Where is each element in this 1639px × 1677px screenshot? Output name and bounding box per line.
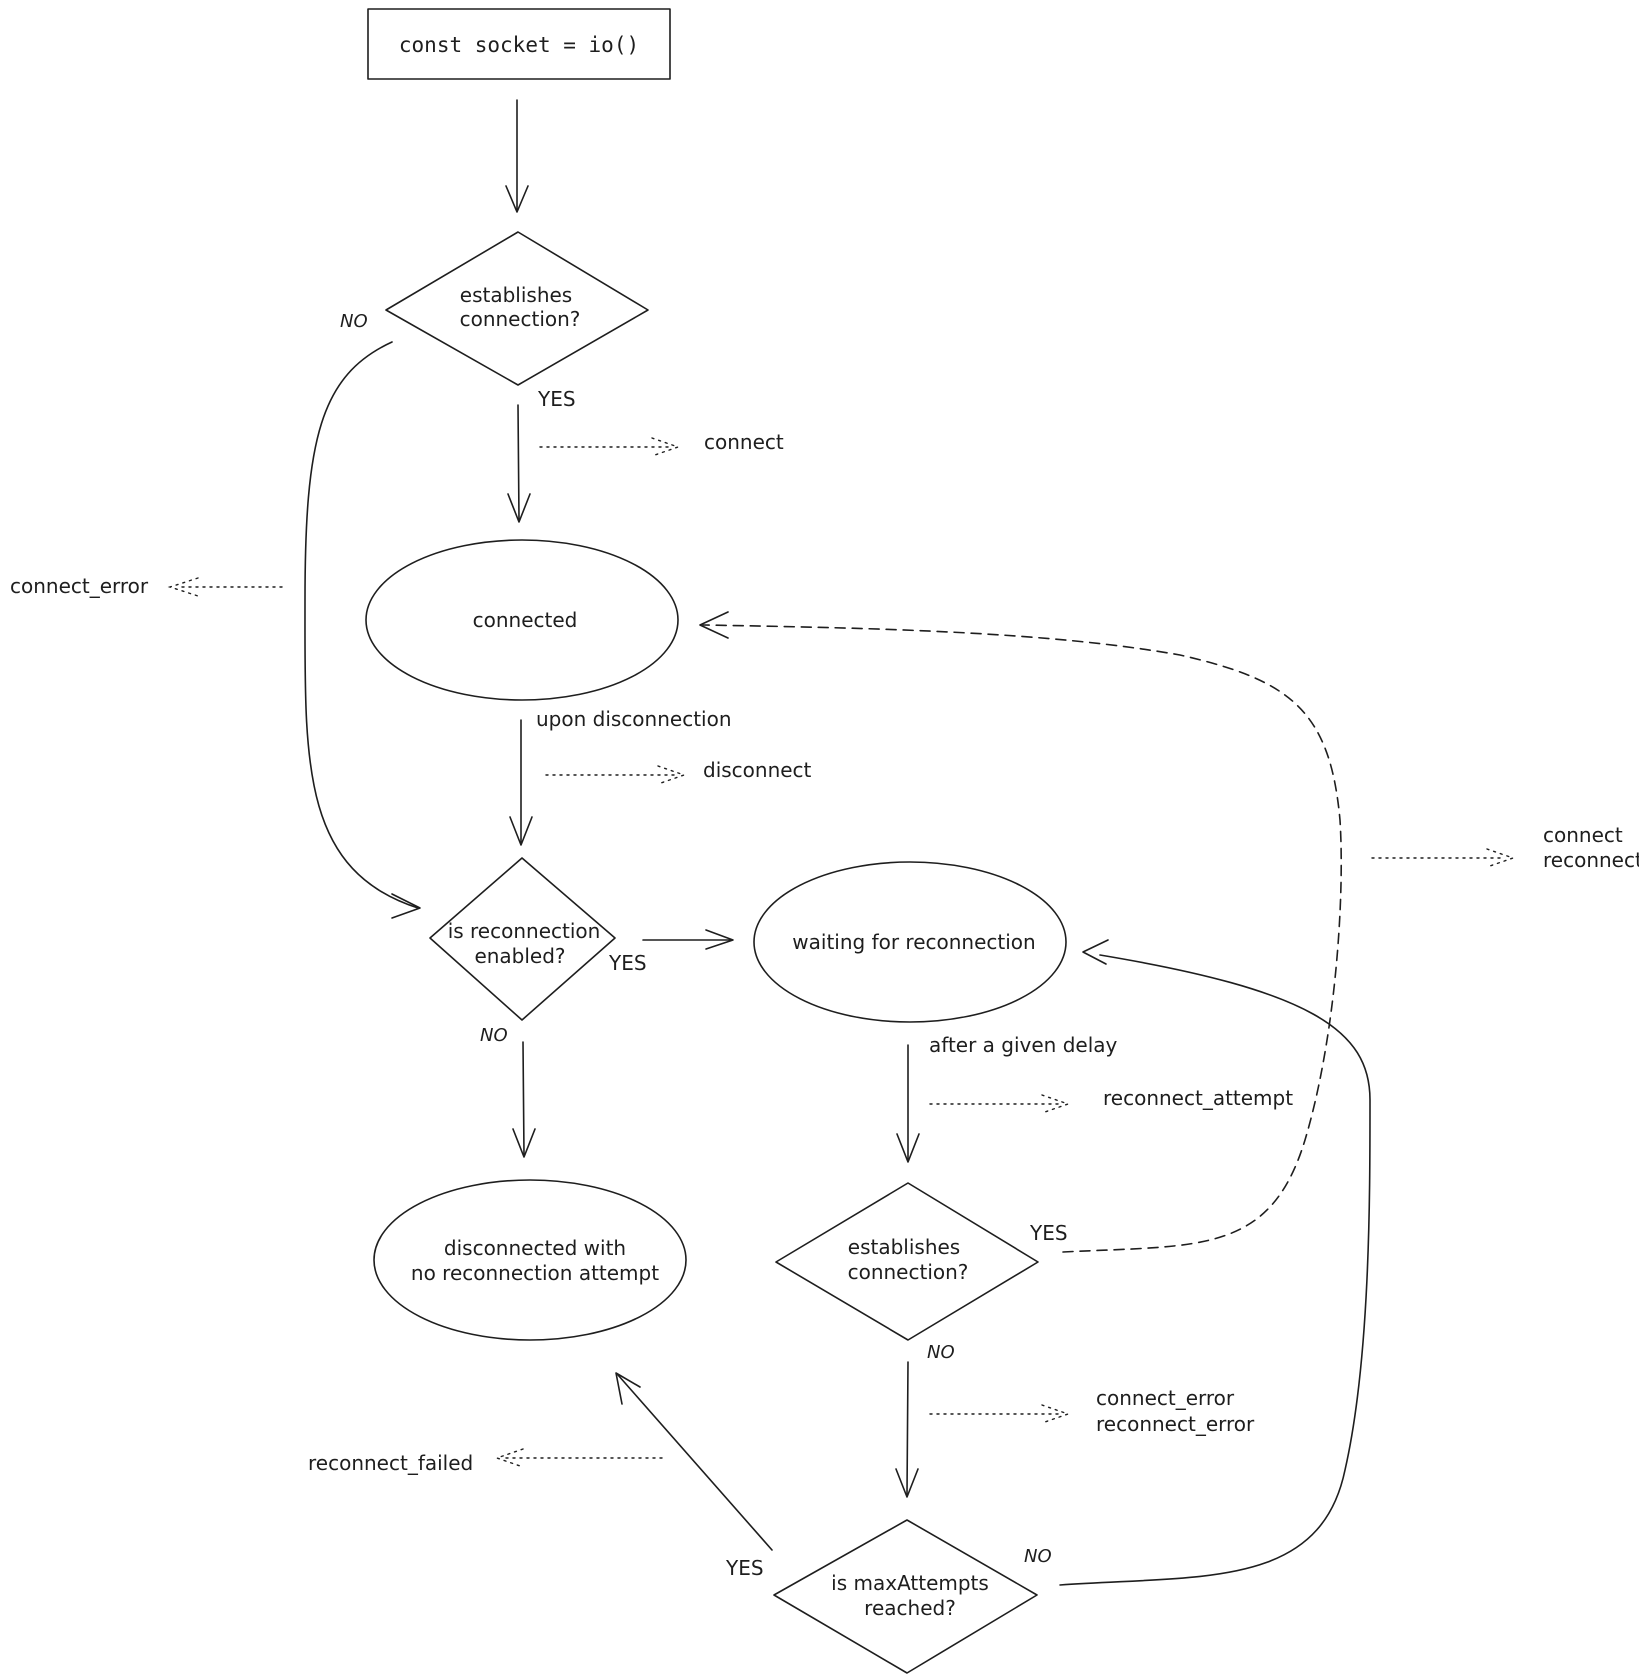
- arrow-dashed-reconnected-to-connected: [699, 611, 1343, 1253]
- arrow-enabled-to-waiting: [642, 929, 734, 950]
- disconnected-line1: disconnected with: [444, 1236, 626, 1260]
- event-arrow-connect-reconnect: [1371, 848, 1516, 868]
- event-connect-2: connect: [1543, 823, 1623, 847]
- start-box: [367, 8, 671, 80]
- decision1-diamond: [385, 231, 649, 386]
- label-yes-max: YES: [725, 1556, 764, 1580]
- event-arrow-connect: [539, 437, 681, 457]
- max-attempts-diamond: [773, 1519, 1038, 1674]
- connected-ellipse: [365, 539, 679, 701]
- arrow-waiting-to-decision2: [896, 1044, 920, 1163]
- decision-establishes-connection-1: establishes connection?: [385, 231, 649, 386]
- event-connect-error-1: connect_error: [10, 574, 149, 598]
- event-connect: connect: [704, 430, 784, 454]
- arrow-no-to-reconnection-enabled: [304, 341, 421, 919]
- start-label: const socket = io(): [399, 33, 639, 57]
- arrow-decision1-to-connected: [507, 404, 531, 523]
- start-node: const socket = io(): [367, 8, 671, 80]
- event-arrow-reconnect-failed: [494, 1448, 663, 1468]
- decision-establishes-connection-2: establishes connection?: [775, 1182, 1039, 1341]
- reconnection-enabled-line1: is reconnection: [448, 919, 601, 943]
- max-attempts-line1: is maxAttempts: [831, 1571, 989, 1595]
- state-waiting-for-reconnection: waiting for reconnection: [753, 861, 1067, 1023]
- arrow-decision2-to-max-attempts: [895, 1361, 919, 1498]
- event-reconnect-attempt: reconnect_attempt: [1103, 1086, 1293, 1110]
- event-disconnect: disconnect: [703, 758, 812, 782]
- label-no-enabled: NO: [480, 1025, 508, 1046]
- waiting-ellipse: [753, 861, 1067, 1023]
- decision1-line2: connection?: [460, 307, 581, 331]
- event-reconnect: reconnect: [1543, 848, 1639, 872]
- event-arrow-connect-error-2: [929, 1404, 1071, 1424]
- arrow-start-to-decision1: [505, 99, 529, 213]
- label-yes-decision2: YES: [1029, 1221, 1068, 1245]
- decision-max-attempts: is maxAttempts reached?: [773, 1519, 1038, 1674]
- arrow-max-yes-to-disconnected: [615, 1372, 773, 1551]
- state-connected: connected: [365, 539, 679, 701]
- decision1-line1: establishes: [460, 283, 572, 307]
- event-arrow-disconnect: [545, 765, 687, 785]
- waiting-label: waiting for reconnection: [792, 930, 1035, 954]
- decision2-diamond: [775, 1182, 1039, 1341]
- event-arrow-connect-error-1: [167, 577, 283, 597]
- arrow-max-no-to-waiting: [1059, 939, 1371, 1586]
- label-after-delay: after a given delay: [929, 1033, 1118, 1057]
- decision-reconnection-enabled: is reconnection enabled?: [429, 857, 616, 1021]
- label-no-decision1: NO: [340, 311, 368, 332]
- disconnected-line2: no reconnection attempt: [411, 1261, 659, 1285]
- reconnection-enabled-diamond: [429, 857, 616, 1021]
- arrow-enabled-to-disconnected: [512, 1041, 536, 1158]
- label-no-max: NO: [1024, 1546, 1052, 1567]
- state-disconnected-final: disconnected with no reconnection attemp…: [373, 1179, 687, 1341]
- reconnection-enabled-line2: enabled?: [474, 944, 565, 968]
- decision2-line2: connection?: [848, 1260, 969, 1284]
- arrow-connected-to-reconnection-enabled: [509, 719, 533, 846]
- event-reconnect-failed: reconnect_failed: [308, 1451, 473, 1475]
- connected-label: connected: [473, 608, 578, 632]
- event-arrow-reconnect-attempt: [929, 1094, 1071, 1114]
- event-connect-error-2: connect_error: [1096, 1386, 1235, 1410]
- disconnected-ellipse: [373, 1179, 687, 1341]
- label-upon-disconnection: upon disconnection: [536, 707, 732, 731]
- event-reconnect-error: reconnect_error: [1096, 1412, 1255, 1436]
- decision2-line1: establishes: [848, 1235, 960, 1259]
- label-no-decision2: NO: [927, 1342, 955, 1363]
- label-yes-decision1: YES: [537, 387, 576, 411]
- label-yes-enabled: YES: [608, 951, 647, 975]
- max-attempts-line2: reached?: [864, 1596, 956, 1620]
